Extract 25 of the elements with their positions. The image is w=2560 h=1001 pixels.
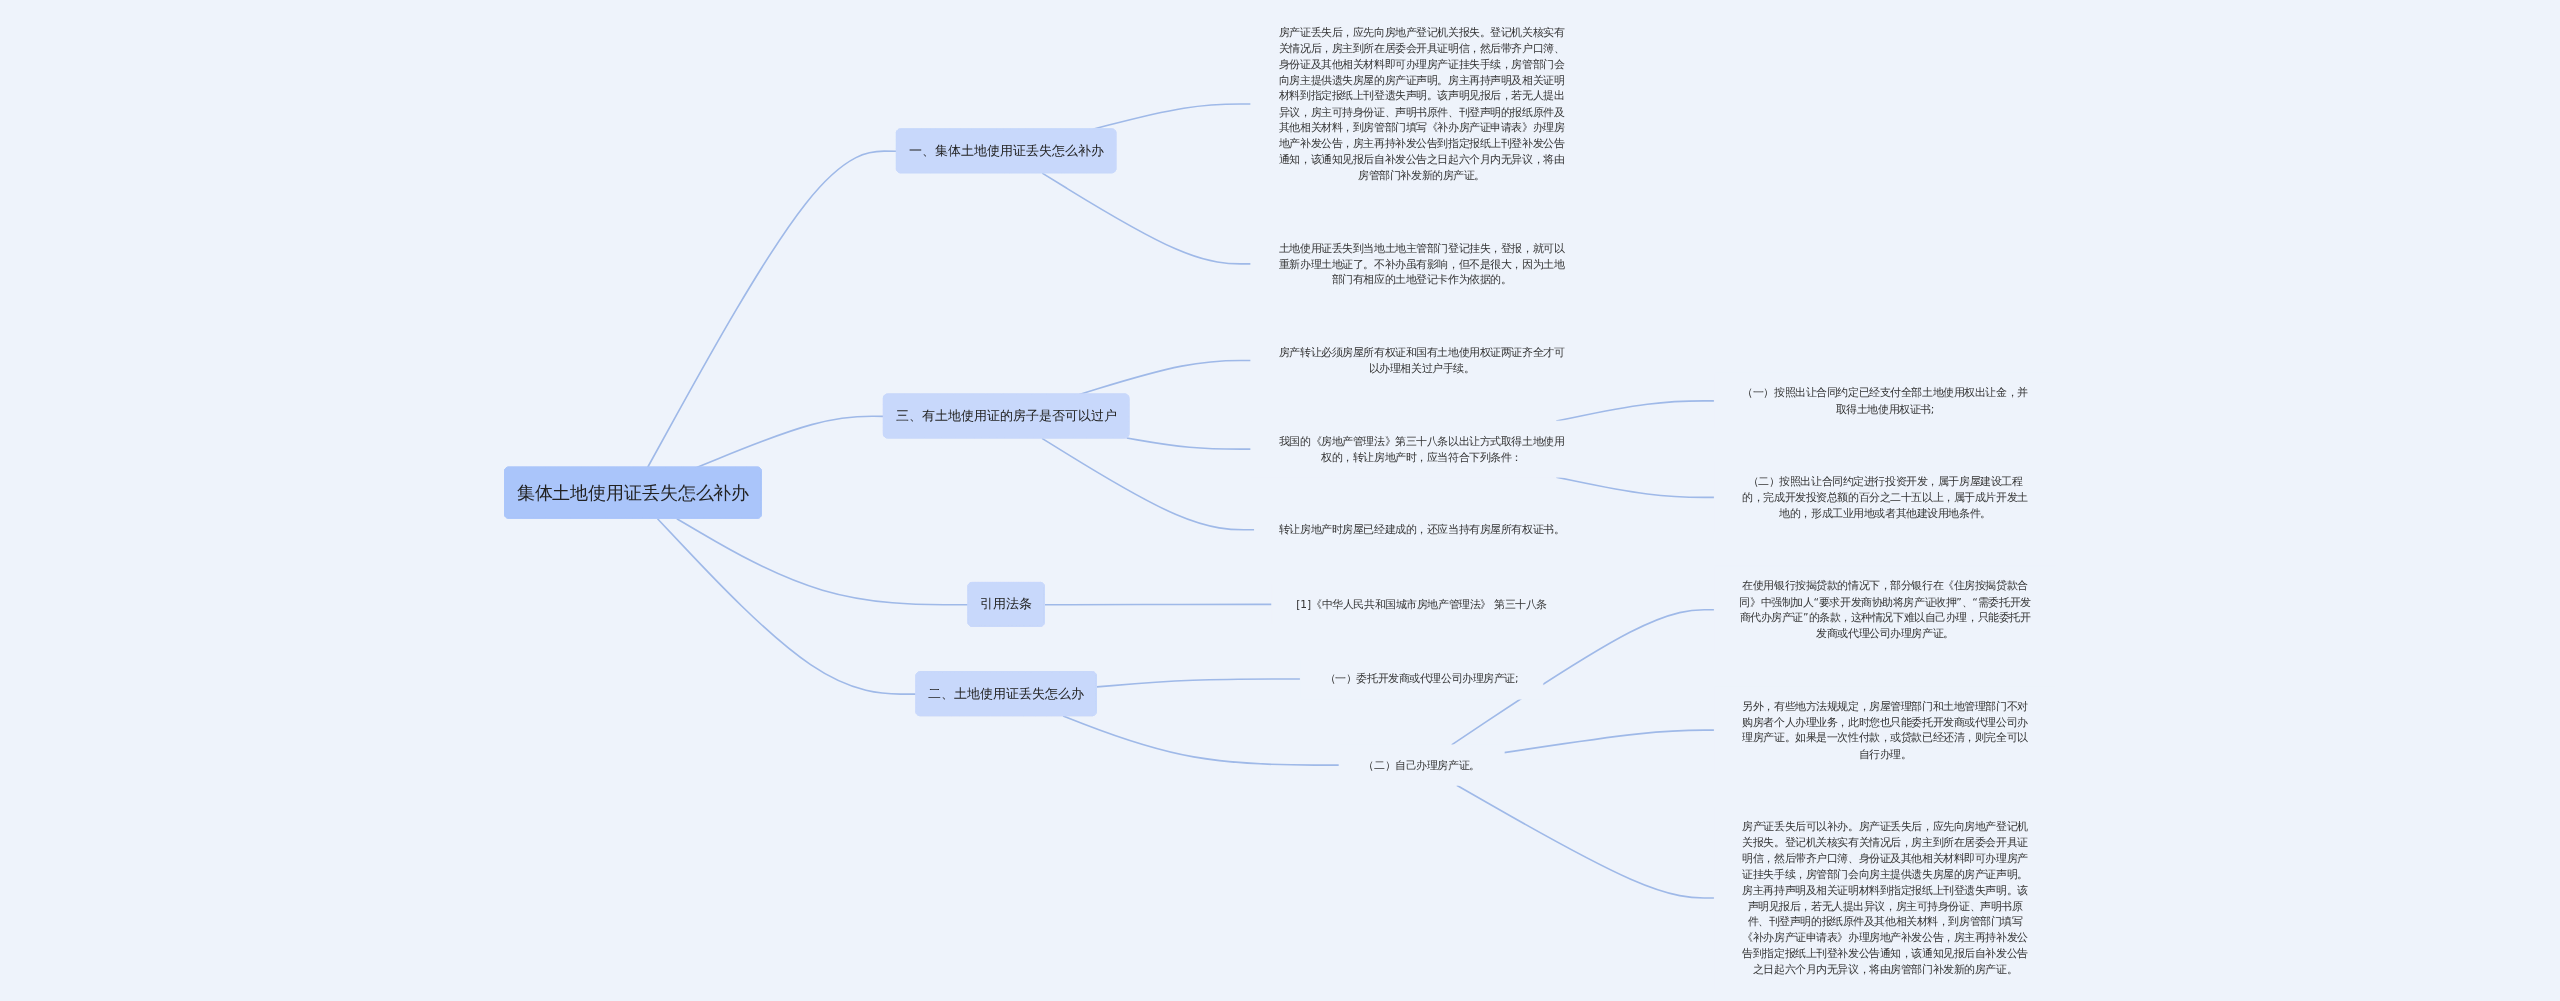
connector bbox=[1041, 437, 1256, 531]
connector bbox=[656, 517, 917, 695]
connector bbox=[1503, 728, 1715, 753]
node-text: 土地使用证丢失到当地土地主管部门登记挂失，登报，就可以重新办理土地证了。不补办虽有影响，但不是很大，因为土地部门有相应的土地登记卡作为依据的。 bbox=[1278, 241, 1565, 286]
connector bbox=[1125, 436, 1252, 450]
node-text: 另外，有些地方法规规定，房屋管理部门和土地管理部门不对购房者个人办理业务，此时您也只能委托开发商或代理公司办理房产证。如果是一次性付款，或贷款已经还清，则完全可以自行办理。 bbox=[1742, 699, 2028, 760]
node-text: （一）委托开发商或代理公司办理房产证; bbox=[1324, 672, 1519, 685]
connector bbox=[1095, 677, 1301, 688]
node-text: （二）自己办理房产证。 bbox=[1363, 758, 1480, 771]
connector bbox=[1041, 171, 1252, 265]
node-text: （二）按照出让合同约定进行投资开发，属于房屋建设工程的，完成开发投资总额的百分之二十五以上，属于成片开发土地的，形成工业用地或者其他建设用地条件。 bbox=[1742, 474, 2028, 519]
node-text: [1]《中华人民共和国城市房地产管理法》 第三十八条 bbox=[1296, 597, 1547, 610]
node-text: 房产证丢失后可以补办。房产证丢失后，应先向房地产登记机关报失。登记机关核实有关情况后，房主到所在居委会开具证明信，然后带齐户口簿、身份证及其他相关材料即可办理房产证挂失手续，房管部门会向房主提供遗失房屋的房产证声明。房主再持声明及相关证明材料到指定报纸上刊登遗失声明。该声明见报后，若无人提出异议，房主可持身份证、声明书原件、刊登声明的报纸原件及其他相关材料，到房管部门填写《补办房产证申请表》办理房地产补发公告，房主再持补发公告到指定报纸上刊登补发公告通知，该通知见报后自补发公告之日起六个月内无异议，将由房管部门补发新的房产证。 bbox=[1742, 819, 2028, 975]
connector bbox=[1043, 603, 1273, 606]
node-text: （一）按照出让合同约定已经支付全部土地使用权出让金，并取得土地使用权证书; bbox=[1742, 386, 2028, 415]
connector bbox=[1450, 608, 1715, 746]
node-text: 房产证丢失后，应先向房地产登记机关报失。登记机关核实有关情况后，房主到所在居委会开具证明信，然后带齐户口簿、身份证及其他相关材料即可办理房产证挂失手续，房管部门会向房主提供遗失房屋的房产证声明。房主再持声明及相关证明材料到指定报纸上刊登遗失声明。该声明见报后，若无人提出异议，房主可持身份证、声明书原件、刊登声明的报纸原件及其他相关材料，到房管部门填写《补办房产证申请表》办理房地产补发公告，房主再持补发公告到指定报纸上刊登补发公告通知，该通知见报后自补发公告之日起六个月内无异议，将由房管部门补发新的房产证。 bbox=[1278, 25, 1565, 181]
node-text: 房产转让必须房屋所有权证和国有土地使用权证两证齐全才可以办理相关过户手续。 bbox=[1278, 345, 1565, 374]
connector bbox=[1455, 783, 1715, 899]
connector bbox=[1062, 714, 1340, 766]
node-text: 我国的《房地产管理法》第三十八条以出让方式取得土地使用权的，转让房地产时，应当符合下列条件： bbox=[1278, 434, 1565, 463]
node-text: 在使用银行按揭贷款的情况下，部分银行在《住房按揭贷款合同》中强制加人“要求开发商协助将房产证收押”、“需委托开发商代办房产证”的条款，这种情况下难以自己办理，只能委托开发商或代理公司办理房产证。 bbox=[1739, 579, 2031, 639]
node-text: 转让房地产时房屋已经建成的，还应当持有房屋所有权证书。 bbox=[1278, 523, 1565, 536]
connector bbox=[646, 149, 898, 468]
connector bbox=[675, 517, 969, 606]
